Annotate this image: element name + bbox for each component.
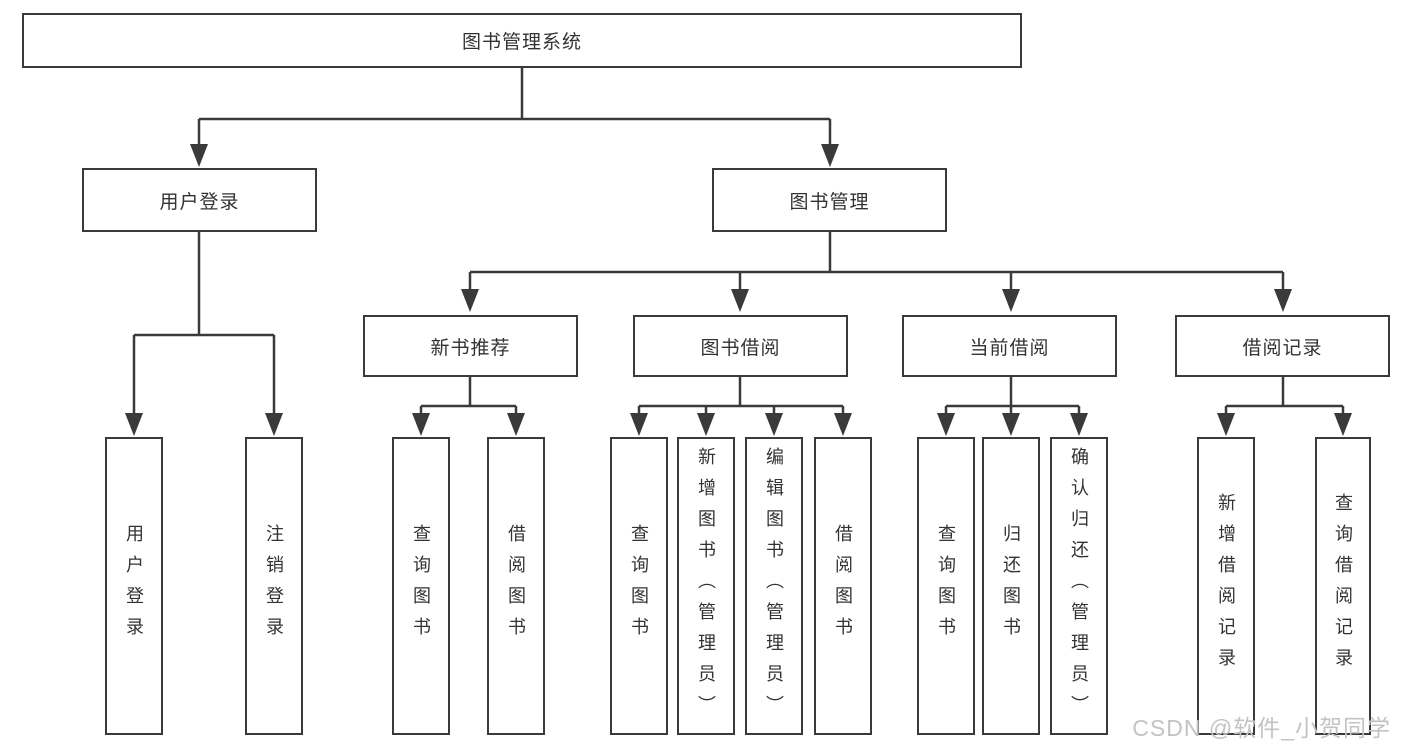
- node-label: 查询图书: [411, 524, 431, 648]
- node-label: 确认归还（管理员）: [1069, 446, 1089, 726]
- node-label: 借阅记录: [1242, 337, 1323, 359]
- node-label: 新增图书（管理员）: [696, 446, 716, 726]
- node-label: 图书借阅: [700, 337, 781, 359]
- csdn-watermark: CSDN @软件_小贺同学: [1132, 715, 1391, 741]
- node-label: 新增借阅记录: [1216, 493, 1236, 679]
- node-current-borrowing: 当前借阅: [902, 315, 1117, 377]
- node-label: 图书管理: [789, 191, 870, 213]
- node-logout: 注销登录: [245, 437, 303, 735]
- node-label: 查询借阅记录: [1333, 493, 1353, 679]
- node-query-books-recommend: 查询图书: [392, 437, 450, 735]
- node-library-management-system: 图书管理系统: [22, 13, 1022, 68]
- node-query-books-borrow: 查询图书: [610, 437, 668, 735]
- node-confirm-return-admin: 确认归还（管理员）: [1050, 437, 1108, 735]
- node-label: 查询图书: [629, 524, 649, 648]
- node-return-books: 归还图书: [982, 437, 1040, 735]
- node-borrow-books-borrow: 借阅图书: [814, 437, 872, 735]
- node-user-login: 用户登录: [82, 168, 317, 232]
- node-add-books-admin: 新增图书（管理员）: [677, 437, 735, 735]
- node-label: 当前借阅: [969, 337, 1050, 359]
- node-label: 归还图书: [1001, 524, 1021, 648]
- node-label: 借阅图书: [833, 524, 853, 648]
- node-add-borrow-record: 新增借阅记录: [1197, 437, 1255, 735]
- node-borrowing-records: 借阅记录: [1175, 315, 1390, 377]
- node-book-borrowing: 图书借阅: [633, 315, 848, 377]
- node-label: 借阅图书: [506, 524, 526, 648]
- node-query-borrow-record: 查询借阅记录: [1315, 437, 1371, 735]
- node-label: 图书管理系统: [461, 32, 582, 53]
- node-label: 新书推荐: [430, 337, 511, 359]
- node-label: 用户登录: [159, 191, 240, 213]
- node-new-book-recommendation: 新书推荐: [363, 315, 578, 377]
- node-borrow-books-recommend: 借阅图书: [487, 437, 545, 735]
- node-edit-books-admin: 编辑图书（管理员）: [745, 437, 803, 735]
- node-user-login-leaf: 用户登录: [105, 437, 163, 735]
- node-label: 注销登录: [264, 524, 284, 648]
- node-book-management: 图书管理: [712, 168, 947, 232]
- node-label: 用户登录: [124, 524, 144, 648]
- node-label: 查询图书: [936, 524, 956, 648]
- node-label: 编辑图书（管理员）: [764, 446, 784, 726]
- node-query-books-current: 查询图书: [917, 437, 975, 735]
